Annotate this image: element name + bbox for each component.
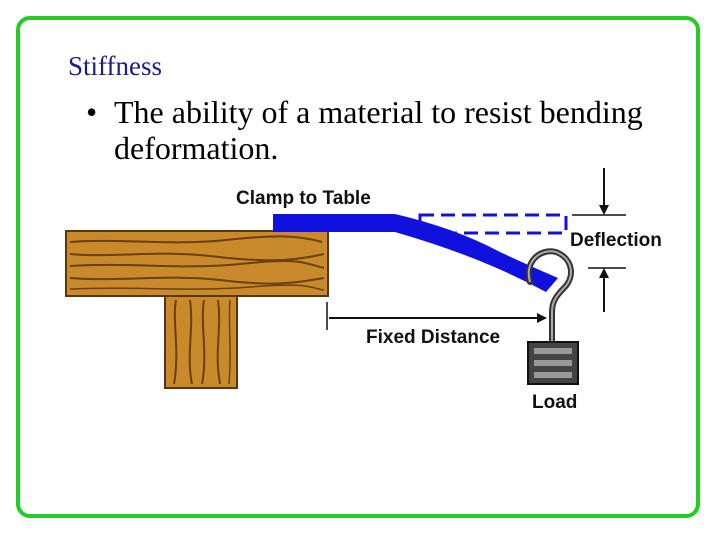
fixed-distance-dimension: [326, 302, 547, 330]
label-load: Load: [532, 392, 577, 413]
deflection-dimension: [572, 168, 626, 312]
hook-and-weight: [525, 248, 579, 385]
label-fixed-distance: Fixed Distance: [366, 327, 500, 348]
slide-frame: [16, 16, 700, 518]
table-top: [65, 230, 329, 297]
bullet-dot-icon: •: [86, 94, 98, 130]
table-leg: [164, 295, 238, 389]
label-deflection: Deflection: [570, 230, 662, 251]
bullet-text: The ability of a material to resist bend…: [114, 94, 643, 166]
deflected-beam: [273, 214, 558, 292]
label-clamp-to-table: Clamp to Table: [236, 188, 371, 209]
slide-title: Stiffness: [68, 51, 163, 81]
bullet-item: • The ability of a material to resist be…: [86, 94, 666, 166]
